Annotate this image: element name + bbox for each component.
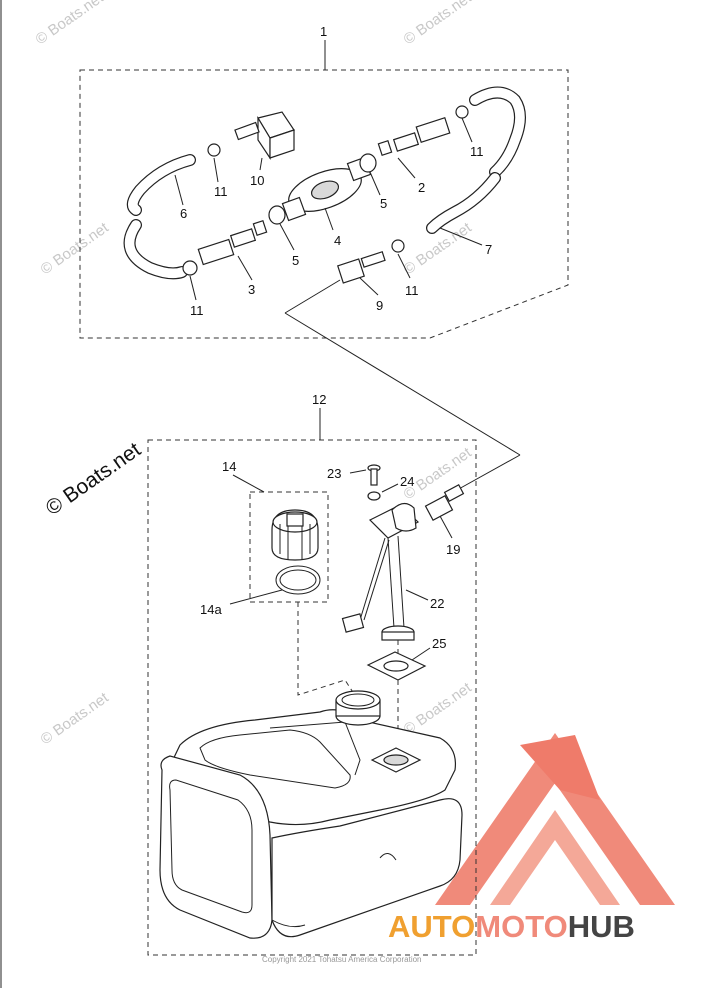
logo-triangle: [435, 733, 675, 905]
label-23: 23: [327, 466, 341, 481]
label-10: 10: [250, 173, 264, 188]
assembly-box-1: [79, 69, 569, 339]
leader: [461, 117, 473, 143]
leader: [279, 223, 295, 251]
label-5: 5: [292, 253, 299, 268]
leader: [411, 647, 431, 661]
screw-23: [367, 464, 381, 486]
ring-5: [268, 205, 286, 225]
watermark: © Boats.net: [38, 219, 113, 278]
clip-11: [207, 143, 221, 157]
automotohub-logo: AUTOMOTOHUB: [388, 733, 675, 944]
leader: [369, 171, 381, 196]
label-22: 22: [430, 596, 444, 611]
watermark-dark: © Boats.net: [42, 438, 145, 520]
leader: [174, 174, 184, 206]
label-5: 5: [380, 196, 387, 211]
watermark: © Boats.net: [401, 0, 476, 48]
tank-cap-14: [271, 509, 319, 561]
clip-11: [391, 239, 405, 253]
label-14a: 14a: [200, 602, 222, 617]
leader: [397, 253, 411, 279]
leader: [324, 207, 334, 231]
label-11: 11: [470, 144, 484, 159]
leader: [359, 277, 379, 296]
connector-2: [377, 117, 451, 157]
connector-10: [234, 111, 295, 160]
connector-3: [197, 219, 268, 266]
watermark: © Boats.net: [38, 689, 113, 748]
label-11: 11: [405, 283, 419, 298]
connection-line: [284, 312, 521, 456]
label-9: 9: [376, 298, 383, 313]
gasket-25: [366, 651, 427, 681]
label-11: 11: [190, 303, 204, 318]
leader: [237, 255, 253, 281]
watermark: © Boats.net: [401, 679, 476, 738]
connection-line: [284, 279, 341, 314]
ring-5: [359, 153, 377, 173]
logo-accent: [520, 735, 600, 800]
washer-24: [367, 491, 381, 501]
clip-11: [182, 260, 198, 276]
copyright-text: Copyright 2021 Tohatsu America Corporati…: [262, 955, 422, 964]
fuel-tank: [159, 690, 463, 939]
watermark: © Boats.net: [33, 0, 108, 48]
label-25: 25: [432, 636, 446, 651]
leader: [397, 157, 416, 179]
leader: [189, 275, 197, 301]
label-2: 2: [418, 180, 425, 195]
label-4: 4: [334, 233, 341, 248]
label-11: 11: [214, 184, 228, 199]
leader: [439, 515, 453, 539]
clip-11: [455, 105, 469, 119]
label-7: 7: [485, 242, 492, 257]
logo-text: AUTOMOTOHUB: [388, 909, 635, 944]
leader: [405, 589, 429, 601]
leader: [381, 483, 399, 493]
label-24: 24: [400, 474, 414, 489]
label-19: 19: [446, 542, 460, 557]
fitting-19: [424, 484, 465, 522]
label-1: 1: [320, 24, 327, 39]
label-6: 6: [180, 206, 187, 221]
assembly-box-12: [147, 439, 477, 956]
leader: [213, 157, 219, 183]
label-12: 12: [312, 392, 326, 407]
leader: [259, 157, 263, 171]
label-14: 14: [222, 459, 236, 474]
leader-14: [232, 474, 265, 493]
position-line: [297, 602, 359, 701]
leader: [229, 589, 283, 605]
label-3: 3: [248, 282, 255, 297]
fuel-gauge-22: [341, 502, 420, 641]
logo-triangle-inner: [490, 810, 620, 905]
fitting-9: [337, 251, 386, 284]
leader: [439, 227, 483, 246]
leader: [349, 469, 367, 474]
